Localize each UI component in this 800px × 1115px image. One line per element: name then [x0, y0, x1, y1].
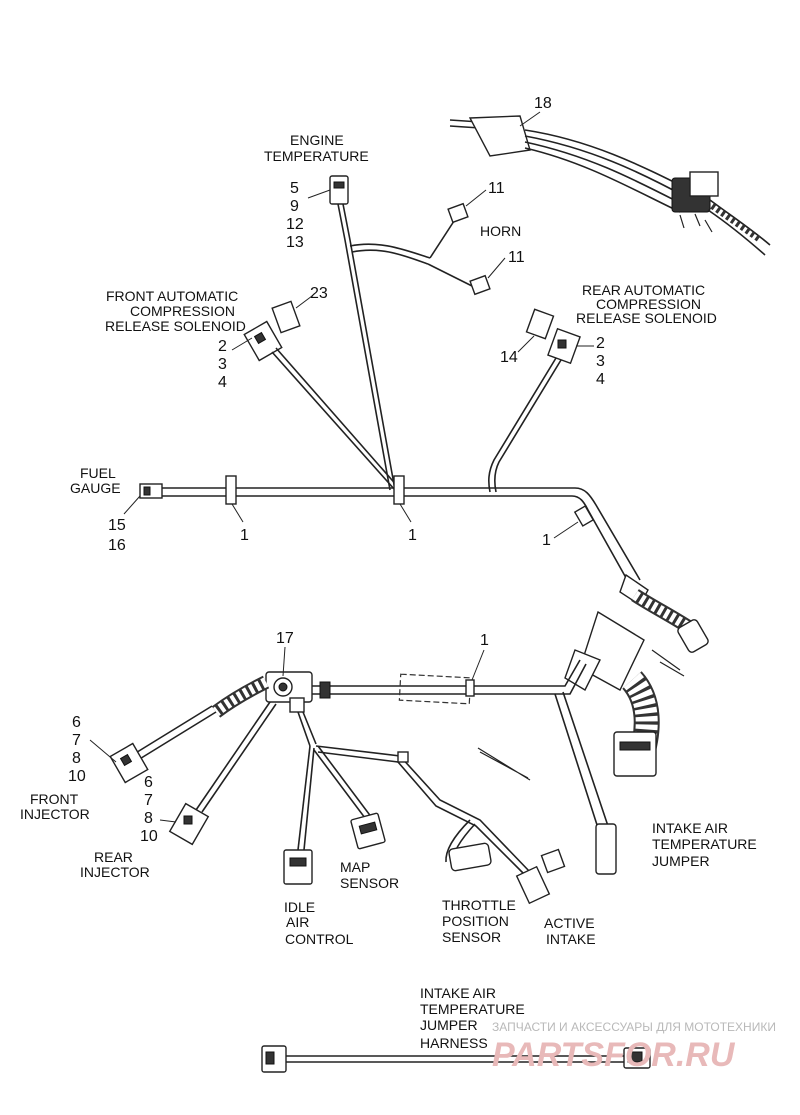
rear-acr-label-1: REAR AUTOMATIC [582, 282, 705, 298]
rear-acr-label-3: RELEASE SOLENOID [576, 310, 717, 326]
rear-injector-num-7: 7 [144, 792, 153, 809]
horn-num-11a: 11 [488, 180, 505, 197]
front-acr-num-3: 3 [218, 356, 227, 373]
horn-num-11b: 11 [508, 249, 525, 266]
front-injector-num-6: 6 [72, 714, 81, 731]
engine-temp-label-1: ENGINE [290, 132, 344, 148]
rear-injector-num-10: 10 [140, 828, 158, 845]
engine-temp-num-13: 13 [286, 234, 304, 251]
iac-label-3: CONTROL [285, 931, 354, 947]
rear-acr-num-4: 4 [596, 371, 605, 388]
engine-temp-num-5: 5 [290, 180, 299, 197]
fuel-gauge-label-1: FUEL [80, 465, 116, 481]
rear-injector-label-2: INJECTOR [80, 864, 150, 880]
callout-14: 14 [500, 349, 518, 366]
engine-temperature-connector [329, 175, 396, 491]
right-boot-assembly [564, 573, 709, 777]
watermark-text: ЗАПЧАСТИ И АКСЕССУАРЫ ДЛЯ МОТОТЕХНИКИ [492, 1020, 776, 1034]
front-acr-label-3: RELEASE SOLENOID [105, 318, 246, 334]
tps-label-3: SENSOR [442, 929, 501, 945]
injector-branches [109, 675, 277, 846]
tps-label-2: POSITION [442, 913, 509, 929]
callout-1d: 1 [480, 632, 489, 649]
front-injector-num-8: 8 [72, 750, 81, 767]
iat-jumper-label-1: INTAKE AIR [652, 820, 728, 836]
sensor-branches [283, 697, 566, 905]
iat-harness-label-3: JUMPER [420, 1017, 478, 1033]
item-18-harness [449, 115, 771, 256]
iat-harness-label-2: TEMPERATURE [420, 1001, 525, 1017]
front-injector-label-1: FRONT [30, 791, 79, 807]
fuel-gauge-label-2: GAUGE [70, 480, 121, 496]
callout-1b: 1 [408, 527, 417, 544]
callout-1a: 1 [240, 527, 249, 544]
rear-acr-num-2: 2 [596, 335, 605, 352]
tps-label-1: THROTTLE [442, 897, 516, 913]
rear-injector-num-8: 8 [144, 810, 153, 827]
rear-acr-connector [488, 308, 581, 493]
front-acr-connector [243, 300, 400, 491]
lower-trunk [265, 659, 617, 875]
iat-harness-label-1: INTAKE AIR [420, 985, 496, 1001]
fuel-gauge-num-16: 16 [108, 537, 126, 554]
iat-harness-label-4: HARNESS [420, 1035, 488, 1051]
callout-23: 23 [310, 285, 328, 302]
engine-temp-label-2: TEMPERATURE [264, 148, 369, 164]
front-acr-label-1: FRONT AUTOMATIC [106, 288, 238, 304]
front-acr-num-2: 2 [218, 338, 227, 355]
rear-acr-label-2: COMPRESSION [596, 296, 701, 312]
callout-1c: 1 [542, 532, 551, 549]
engine-temp-num-9: 9 [290, 198, 299, 215]
iat-jumper-harness [261, 1045, 651, 1073]
watermark-logo: PARTSFOR.RU [492, 1036, 736, 1074]
active-intake-label-2: INTAKE [546, 931, 596, 947]
iat-jumper-label-2: TEMPERATURE [652, 836, 757, 852]
iac-label-1: IDLE [284, 899, 315, 915]
rear-injector-label-1: REAR [94, 849, 133, 865]
rear-injector-num-6: 6 [144, 774, 153, 791]
fuel-gauge-num-15: 15 [108, 517, 126, 534]
iat-jumper-label-3: JUMPER [652, 853, 710, 869]
map-label-2: SENSOR [340, 875, 399, 891]
front-acr-label-2: COMPRESSION [130, 303, 235, 319]
engine-temp-num-12: 12 [286, 216, 304, 233]
front-injector-num-10: 10 [68, 768, 86, 785]
front-injector-num-7: 7 [72, 732, 81, 749]
rear-acr-num-3: 3 [596, 353, 605, 370]
front-acr-num-4: 4 [218, 374, 227, 391]
callout-17: 17 [276, 630, 294, 647]
horn-label: HORN [480, 223, 521, 239]
front-injector-label-2: INJECTOR [20, 806, 90, 822]
main-trunk [139, 475, 641, 586]
callout-18: 18 [534, 95, 552, 112]
iac-label-2: AIR [286, 914, 309, 930]
active-intake-label-1: ACTIVE [544, 915, 595, 931]
map-label-1: MAP [340, 859, 370, 875]
horn-branch [349, 202, 491, 296]
